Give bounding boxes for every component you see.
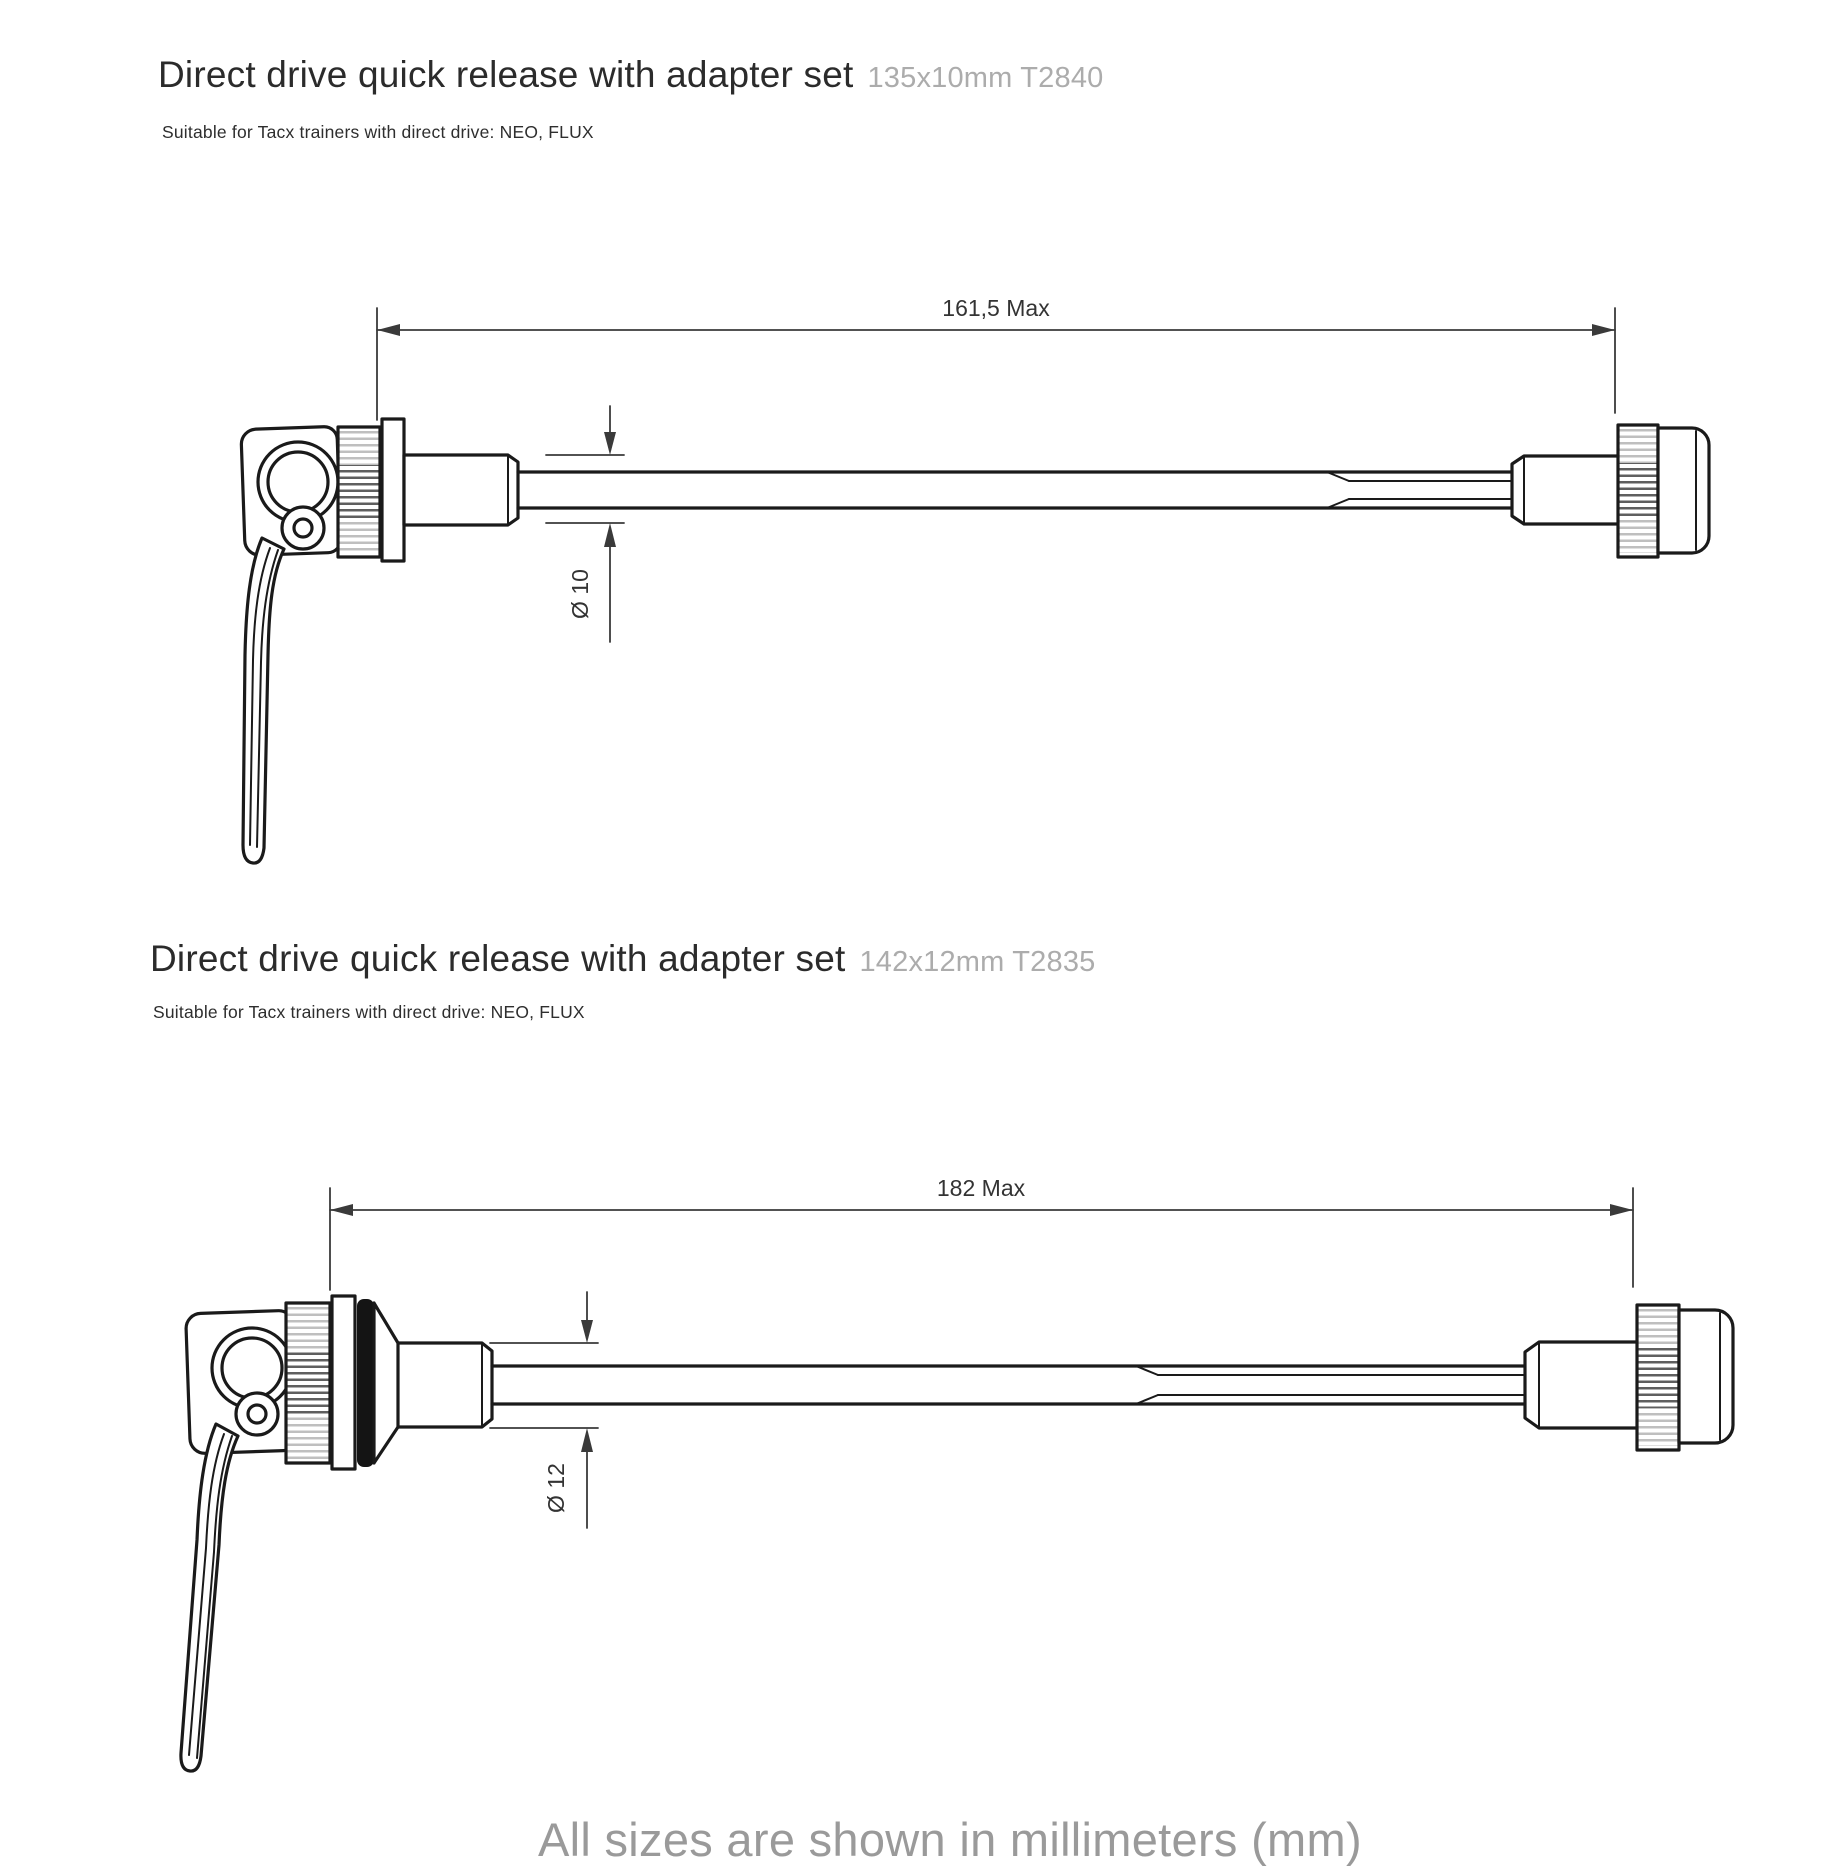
- diameter-label-t2835: Ø 12: [543, 1463, 569, 1513]
- arrowhead-up: [604, 523, 616, 547]
- product-1-title: Direct drive quick release with adapter …: [158, 54, 1104, 96]
- product-1-variant: 135x10mm T2840: [867, 62, 1104, 94]
- arrowhead-down: [604, 432, 616, 455]
- arrowhead-right: [1592, 324, 1615, 336]
- length-dimension-t2840: 161,5 Max: [376, 295, 1616, 421]
- length-dimension-t2835: 182 Max: [329, 1175, 1634, 1291]
- product-2-title: Direct drive quick release with adapter …: [150, 938, 1096, 980]
- drawing-t2840: 161,5 Max Ø 10: [239, 295, 1711, 865]
- flange-ring: [380, 417, 406, 563]
- knurled-nut-right: [1635, 1303, 1681, 1452]
- arrowhead-left: [330, 1204, 353, 1216]
- arrowhead-left: [377, 324, 400, 336]
- product-1-subtitle: Suitable for Tacx trainers with direct d…: [162, 122, 594, 142]
- diameter-dimension-t2840: Ø 10: [545, 405, 625, 643]
- drawing-t2835: 182 Max Ø 12: [179, 1175, 1735, 1773]
- adapter-right: [1523, 1340, 1649, 1430]
- adapter-left: [402, 453, 520, 527]
- adapter-right: [1510, 454, 1630, 526]
- knurled-nut-left: [336, 425, 382, 559]
- end-cap: [1677, 1308, 1735, 1445]
- length-label-t2835: 182 Max: [937, 1175, 1026, 1201]
- diameter-dimension-t2835: Ø 12: [489, 1291, 599, 1529]
- flange-ring: [330, 1294, 357, 1471]
- axle-rod: [516, 470, 1514, 510]
- quick-release-lever: [179, 1422, 240, 1773]
- end-cap: [1656, 426, 1711, 555]
- arrowhead-up: [581, 1428, 593, 1452]
- arrowhead-right: [1610, 1204, 1633, 1216]
- product-2-variant: 142x12mm T2835: [859, 946, 1096, 978]
- product-2-subtitle: Suitable for Tacx trainers with direct d…: [153, 1002, 585, 1022]
- arrowhead-down: [581, 1320, 593, 1343]
- length-label-t2840: 161,5 Max: [942, 295, 1050, 321]
- knurled-nut-left: [284, 1301, 332, 1465]
- lever-cam-loop: [210, 1326, 294, 1437]
- units-footer-note: All sizes are shown in millimeters (mm): [538, 1813, 1362, 1866]
- quick-release-lever: [241, 536, 286, 865]
- knurled-nut-right: [1616, 423, 1660, 559]
- product-1-title-text: Direct drive quick release with adapter …: [158, 54, 854, 95]
- cone-taper: [372, 1301, 400, 1465]
- lever-cam-loop: [256, 440, 340, 551]
- product-2-title-text: Direct drive quick release with adapter …: [150, 938, 846, 979]
- adapter-left: [396, 1341, 494, 1429]
- diameter-label-t2840: Ø 10: [567, 569, 593, 619]
- o-ring: [357, 1299, 374, 1467]
- axle-rod: [490, 1364, 1527, 1406]
